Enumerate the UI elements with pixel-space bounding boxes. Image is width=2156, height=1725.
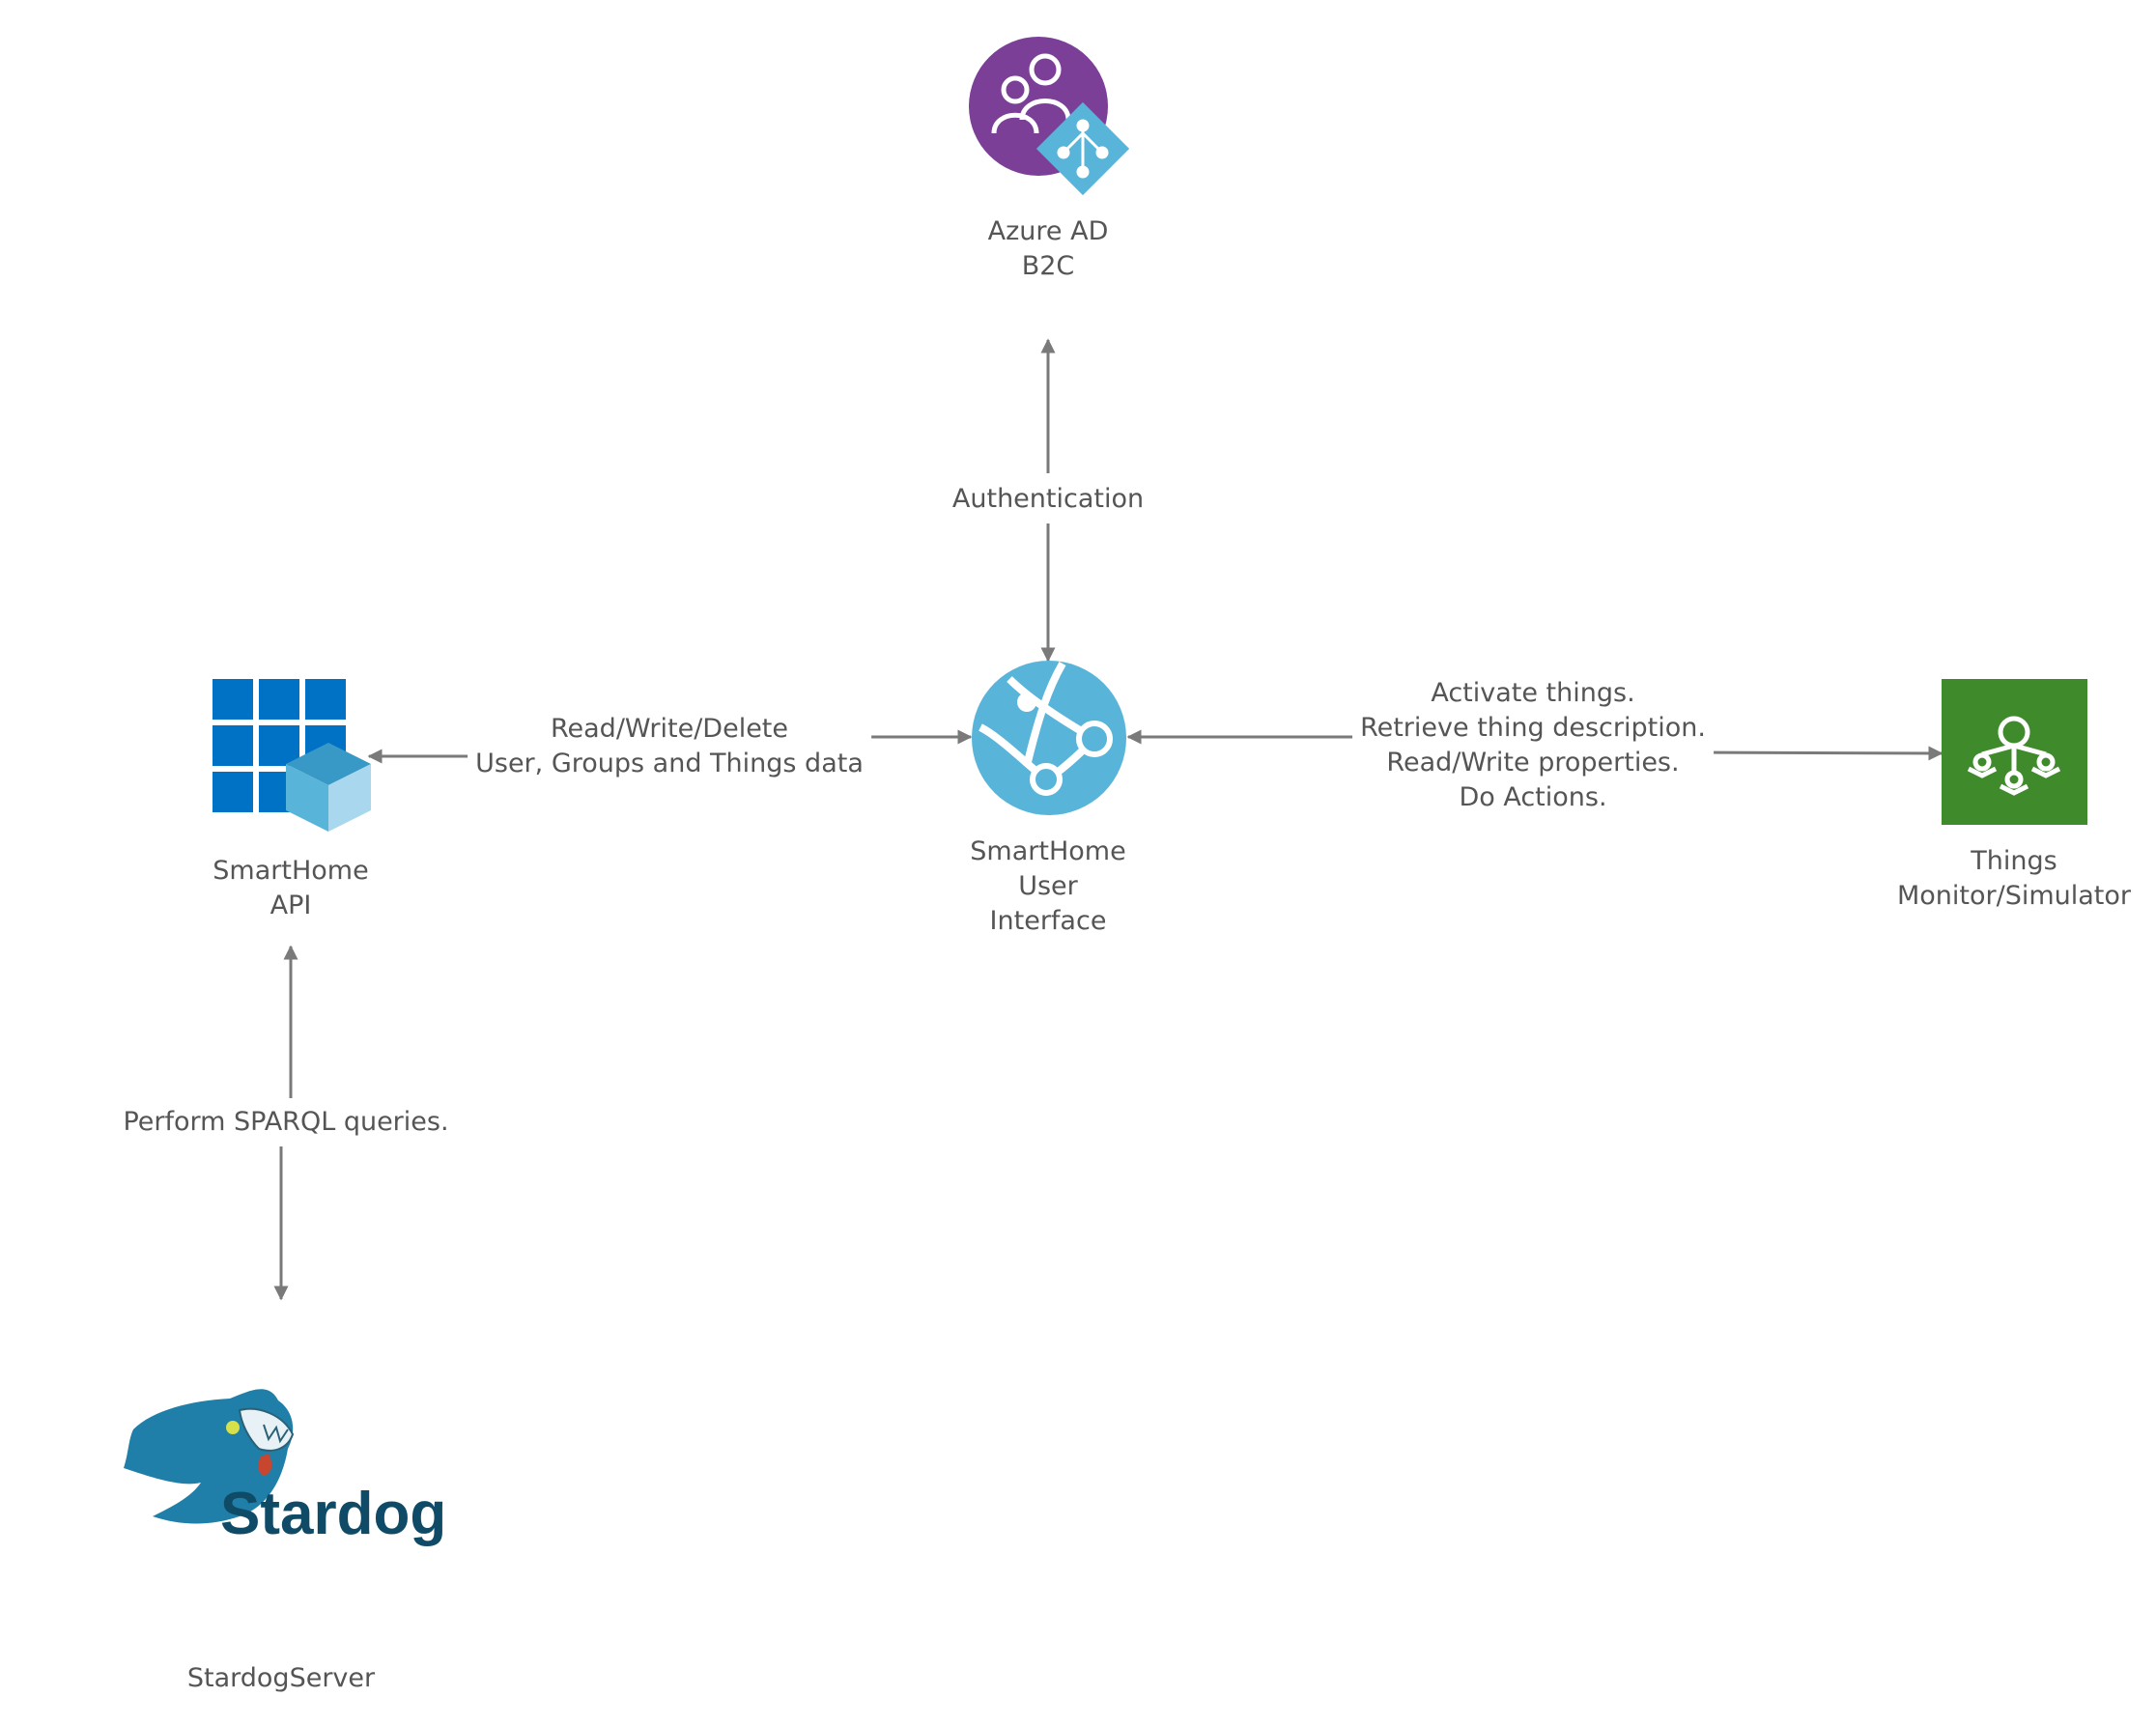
stardog-logo-text: Stardog bbox=[220, 1481, 446, 1547]
edge-label-things: Activate things. Retrieve thing descript… bbox=[1352, 676, 1714, 815]
api-label: SmartHome API bbox=[213, 854, 368, 923]
things-arrow-right bbox=[1699, 746, 1943, 761]
things-label-line2: Monitor/Simulator bbox=[1896, 881, 2132, 911]
azure-ad-label: Azure AD B2C bbox=[988, 214, 1109, 284]
app-service-globe-icon bbox=[972, 661, 1126, 815]
ui-label-line2: User bbox=[1018, 871, 1078, 901]
edge-label-api: Read/Write/Delete User, Groups and Thing… bbox=[468, 712, 871, 781]
edge-label-things-line2: Retrieve thing description. bbox=[1360, 713, 1706, 743]
things-label: Things Monitor/Simulator bbox=[1897, 844, 2131, 914]
things-label-line1: Things bbox=[1971, 846, 2057, 876]
api-label-line2: API bbox=[270, 891, 312, 920]
edge-label-api-line2: User, Groups and Things data bbox=[475, 749, 864, 778]
edge-label-sparql: Perform SPARQL queries. bbox=[115, 1105, 457, 1140]
edge-label-api-line1: Read/Write/Delete bbox=[550, 714, 789, 744]
azure-ad-b2c-icon bbox=[969, 37, 1130, 196]
edge-label-things-line3: Read/Write properties. bbox=[1386, 748, 1680, 778]
api-grid-cube-icon bbox=[213, 679, 371, 832]
ui-label-line3: Interface bbox=[989, 906, 1107, 936]
azure-ad-label-line2: B2C bbox=[1021, 251, 1075, 281]
ui-label-line1: SmartHome bbox=[970, 836, 1126, 866]
edge-label-things-line4: Do Actions. bbox=[1459, 782, 1607, 812]
edge-label-authentication: Authentication bbox=[944, 482, 1152, 517]
api-label-line1: SmartHome bbox=[213, 856, 369, 886]
azure-ad-label-line1: Azure AD bbox=[987, 216, 1109, 246]
stardog-label: StardogServer bbox=[186, 1663, 376, 1693]
iot-hierarchy-icon bbox=[1942, 679, 2087, 825]
ui-label: SmartHome User Interface bbox=[970, 834, 1125, 939]
stardog-dog-logo: Stardog bbox=[124, 1389, 446, 1547]
edge-label-things-line1: Activate things. bbox=[1431, 678, 1635, 708]
